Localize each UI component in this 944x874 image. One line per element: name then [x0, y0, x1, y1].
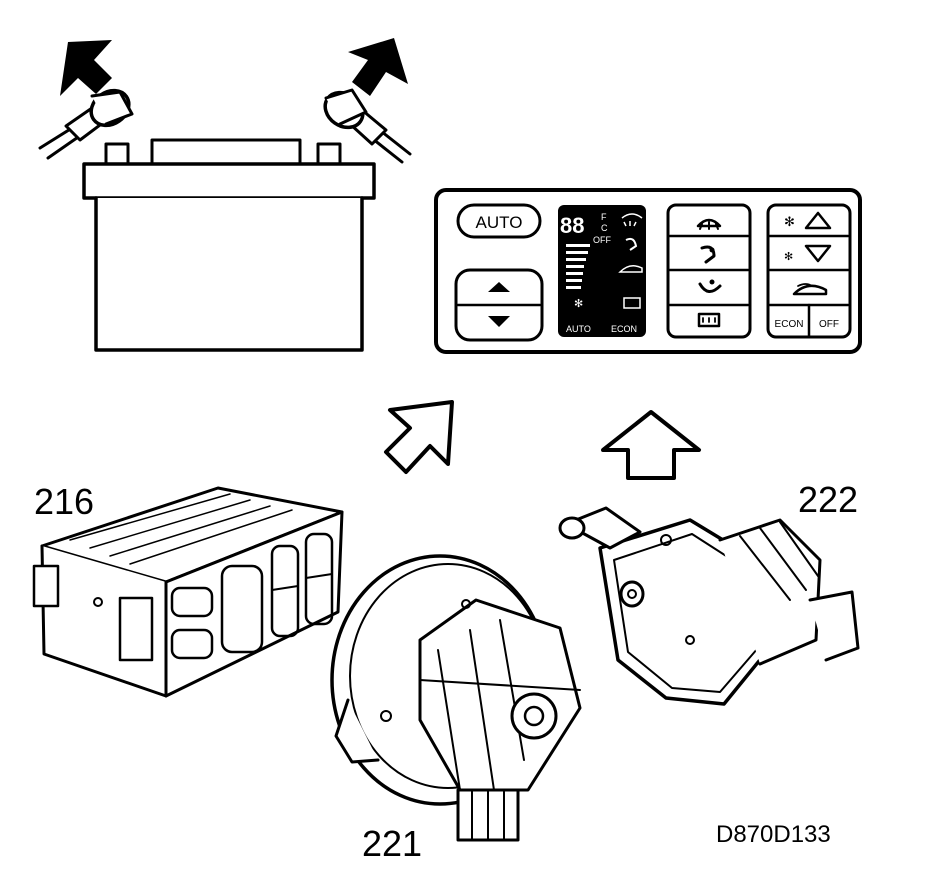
label-216: 216	[34, 481, 94, 522]
defrost-button[interactable]	[696, 218, 722, 230]
temp-up-icon[interactable]	[488, 282, 510, 292]
fan-icon: ✻	[784, 214, 795, 229]
display-rear-defrost-icon	[623, 297, 641, 309]
outline-arrow-up-icon	[601, 410, 701, 480]
disconnect-arrow-right-icon	[348, 38, 408, 96]
display-defrost-icon	[621, 213, 643, 227]
control-module-216	[32, 486, 344, 698]
fan-speed-bars	[566, 244, 590, 289]
auto-button-label: AUTO	[476, 213, 523, 232]
face-vent-button[interactable]	[700, 245, 716, 264]
disconnect-arrow-left-icon	[60, 40, 112, 96]
fan-small-icon: ✻	[784, 251, 793, 263]
cable-clamp-left-icon	[38, 88, 134, 160]
off-button-label: OFF	[819, 319, 839, 330]
fan-up-button[interactable]: ✻	[784, 211, 832, 230]
battery	[82, 138, 376, 352]
display-off: OFF	[593, 235, 611, 245]
rear-defrost-button[interactable]	[697, 312, 721, 328]
display-panel: 88 F C OFF ✻ AUTO ECON	[558, 205, 646, 337]
actuator-motor-221	[330, 554, 582, 842]
display-econ: ECON	[611, 324, 637, 334]
off-button[interactable]: OFF	[819, 319, 839, 330]
mode-buttons	[666, 203, 752, 339]
floor-vent-button[interactable]	[698, 279, 722, 293]
climate-control-panel: AUTO 88 F C OFF ✻	[434, 188, 862, 354]
temp-down-icon[interactable]	[488, 316, 510, 327]
display-face-vent-icon	[625, 237, 638, 251]
fan-down-button[interactable]: ✻	[784, 244, 832, 263]
econ-button[interactable]: ECON	[775, 319, 804, 330]
econ-button-label: ECON	[775, 319, 804, 330]
display-fan-icon: ✻	[574, 298, 583, 310]
car-recirc-icon	[792, 284, 828, 296]
triangle-down-icon	[804, 244, 832, 263]
display-digits: 88	[560, 213, 584, 238]
display-car-icon	[618, 265, 643, 273]
figure-code: D870D133	[716, 821, 831, 848]
actuator-motor-222	[558, 506, 860, 706]
display-auto: AUTO	[566, 324, 591, 334]
cable-clamp-right-icon	[323, 88, 412, 164]
label-222: 222	[798, 479, 858, 520]
temperature-rocker[interactable]	[454, 268, 544, 342]
outline-arrow-diagonal-icon	[384, 400, 454, 474]
triangle-up-icon	[804, 211, 832, 230]
label-221: 221	[362, 823, 422, 864]
auto-button[interactable]: AUTO	[456, 203, 542, 239]
recirc-button[interactable]	[792, 283, 828, 296]
display-unit-f: F	[601, 212, 607, 222]
fan-buttons: ✻ ✻ ECON OFF	[766, 203, 852, 339]
display-unit-c: C	[601, 223, 608, 233]
